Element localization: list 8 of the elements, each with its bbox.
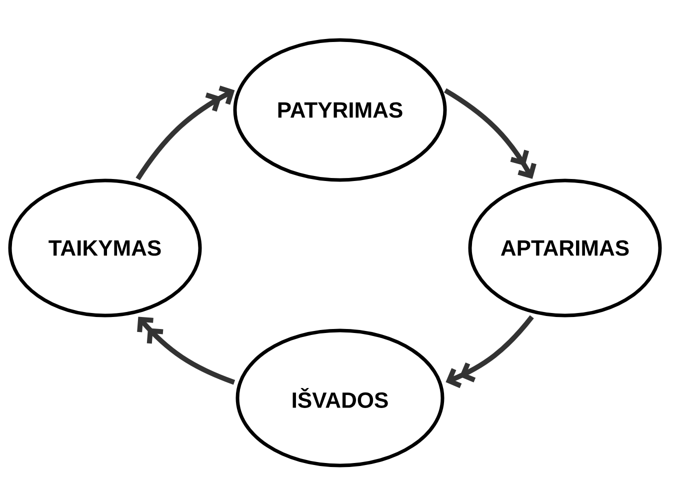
ellipse-node: IŠVADOS [236, 328, 444, 468]
ellipse-node: TAIKYMAS [8, 178, 202, 318]
ellipse-node: PATYRIMAS [233, 38, 447, 182]
arrow [446, 315, 534, 388]
arrow [137, 316, 236, 385]
ellipse-node: APTARIMAS [468, 178, 662, 318]
arrow [136, 86, 235, 180]
arrow [444, 88, 536, 179]
